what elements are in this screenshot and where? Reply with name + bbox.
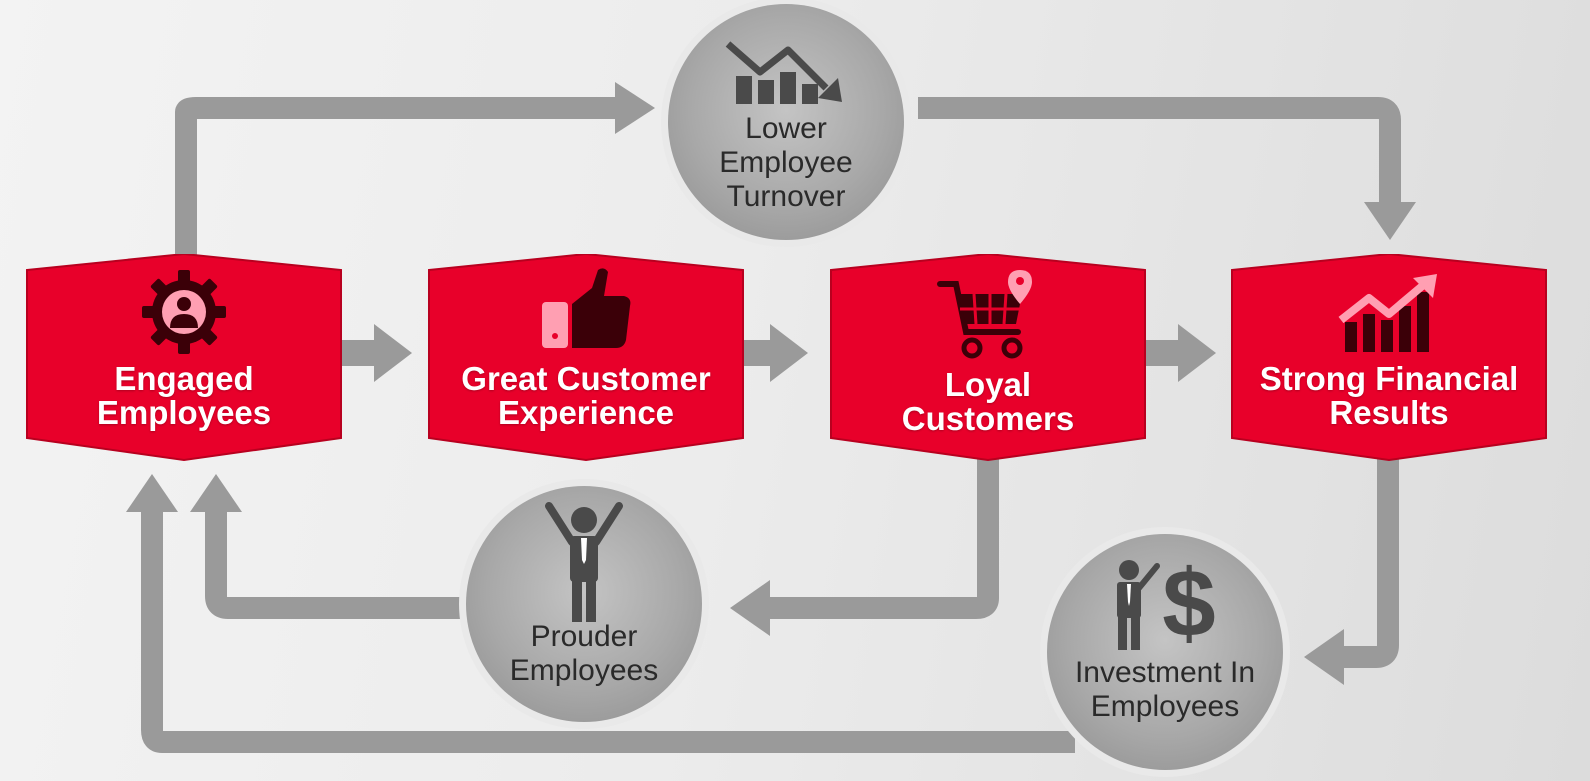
node-label-line1: Engaged — [114, 360, 254, 397]
node-label-line1: Prouder — [530, 620, 638, 653]
thumbs-up-icon — [542, 268, 631, 348]
node-loyal-customers: Loyal Customers — [829, 254, 1147, 462]
gear-person-icon — [142, 270, 226, 354]
node-label-line2: Employees — [1090, 690, 1240, 723]
node-great-customer-experience: Great Customer Experience — [427, 254, 745, 462]
arrow-prouder-to-engaged — [205, 510, 462, 619]
arrow-engaged-to-turnover — [175, 97, 622, 262]
shopping-cart-icon — [937, 270, 1032, 359]
svg-text:$: $ — [1162, 556, 1215, 652]
node-label-line3: Turnover — [726, 180, 846, 213]
node-label-line2: Employees — [509, 654, 659, 687]
arrow-turnover-to-financial — [918, 97, 1401, 205]
node-strong-financial-results: Strong Financial Results — [1230, 254, 1548, 462]
node-label-line2: Results — [1329, 394, 1449, 431]
node-lower-employee-turnover: Lower Employee Turnover — [668, 4, 904, 240]
node-engaged-employees: Engaged Employees — [25, 254, 343, 462]
node-prouder-employees: Prouder Employees — [466, 486, 702, 722]
node-label-line1: Investment In — [1074, 656, 1256, 689]
arrow-loyal-to-prouder — [765, 458, 999, 619]
node-label-line2: Experience — [497, 394, 675, 431]
declining-chart-icon — [725, 41, 842, 104]
rising-chart-icon — [1338, 274, 1437, 352]
person-dollar-icon: $ — [1117, 556, 1216, 652]
node-label-line1: Lower — [745, 112, 827, 145]
arrow-investment-to-engaged — [141, 510, 1075, 753]
arrow-financial-to-investment — [1340, 458, 1399, 668]
node-label-line1: Great Customer — [461, 360, 711, 397]
node-label-line1: Strong Financial — [1259, 360, 1519, 397]
cheering-person-icon — [545, 502, 623, 622]
node-label-line2: Customers — [901, 400, 1075, 437]
node-label-line2: Employees — [96, 394, 272, 431]
node-label-line2: Employee — [719, 146, 853, 179]
node-label-line1: Loyal — [944, 366, 1032, 403]
node-investment-in-employees: $ Investment In Employees — [1047, 534, 1283, 770]
